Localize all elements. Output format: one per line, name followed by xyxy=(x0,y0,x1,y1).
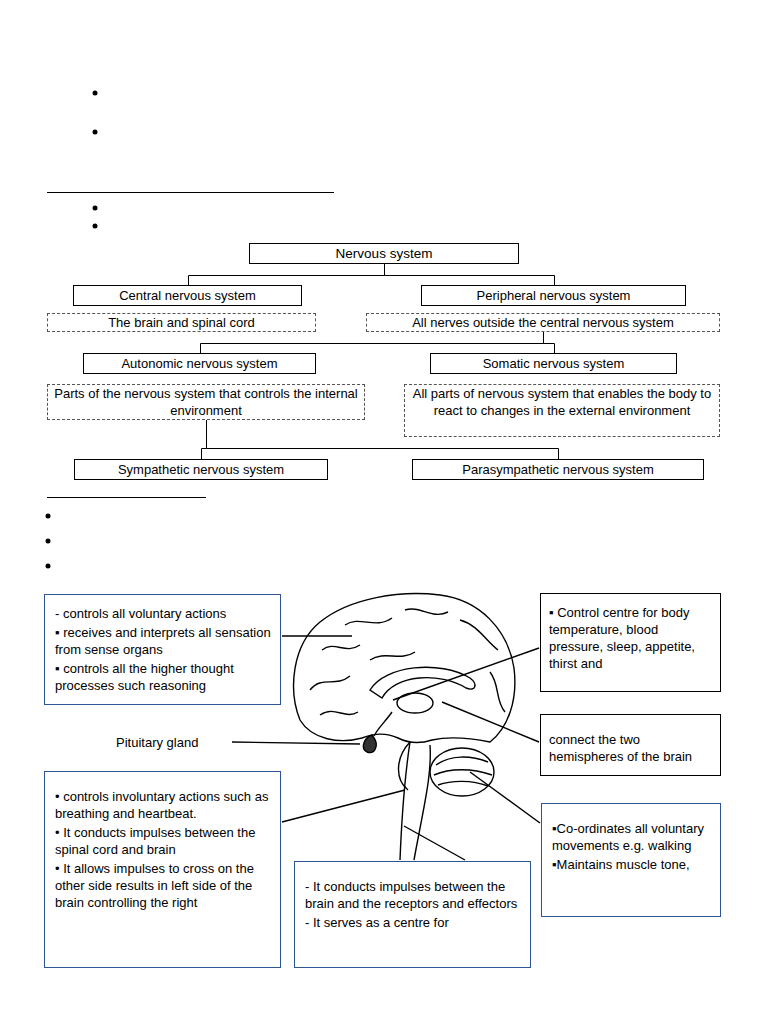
bullet-dot xyxy=(46,514,51,519)
bullet-dot xyxy=(93,206,98,211)
leader-line xyxy=(470,772,540,823)
definition-box: All parts of nervous system that enables… xyxy=(404,384,720,437)
node-text: connect the two hemispheres of the brain xyxy=(549,731,712,765)
node-text: Somatic nervous system xyxy=(435,355,672,372)
node-text: • It conducts impulses between the spina… xyxy=(55,824,272,858)
node-text: ▪Maintains muscle tone, xyxy=(552,856,712,873)
bullet-dot xyxy=(46,539,51,544)
node-text: All parts of nervous system that enables… xyxy=(409,385,715,419)
node-text: All nerves outside the central nervous s… xyxy=(371,314,715,331)
category-box: Somatic nervous system xyxy=(430,353,677,374)
blank-line xyxy=(47,497,206,498)
node-text: Peripheral nervous system xyxy=(426,287,681,304)
part-label: Pituitary gland xyxy=(116,734,198,751)
node-text: Parts of the nervous system that control… xyxy=(52,385,360,419)
callout-box: - controls all voluntary actions ▪ receiv… xyxy=(44,594,281,705)
category-box: Sympathetic nervous system xyxy=(74,459,328,480)
node-text: - It conducts impulses between the brain… xyxy=(305,878,522,912)
definition-box: The brain and spinal cord xyxy=(47,313,316,332)
category-box: Central nervous system xyxy=(73,285,302,306)
leader-line xyxy=(404,826,465,860)
brain-fold xyxy=(310,676,350,690)
pituitary-gland xyxy=(363,735,376,753)
bullet-dot xyxy=(93,130,98,135)
node-text: ▪ Control centre for body temperature, b… xyxy=(549,604,712,672)
root-box: Nervous system xyxy=(249,243,519,264)
node-text: • It allows impulses to cross on the oth… xyxy=(55,860,272,911)
brainstem-edge xyxy=(414,745,430,860)
brain-fold xyxy=(490,672,505,712)
cerebellum xyxy=(430,748,494,796)
brainstem-edge xyxy=(400,742,410,860)
brain-fold xyxy=(322,645,360,650)
definition-box: Parts of the nervous system that control… xyxy=(47,384,365,420)
leader-line xyxy=(282,790,405,822)
definition-box: All nerves outside the central nervous s… xyxy=(366,313,720,332)
callout-box: ▪Co-ordinates all voluntary movements e.… xyxy=(541,803,721,917)
node-text: Autonomic nervous system xyxy=(88,355,311,372)
bullet-dot xyxy=(93,224,98,229)
node-text: Central nervous system xyxy=(78,287,297,304)
cerebellum-fold xyxy=(434,770,492,775)
leader-line xyxy=(282,635,352,636)
blank-line xyxy=(47,192,334,193)
brain-fold xyxy=(345,618,392,625)
tree-connector xyxy=(189,264,385,285)
node-text: ▪Co-ordinates all voluntary movements e.… xyxy=(552,820,712,854)
brain-fold xyxy=(320,711,358,715)
brain-fold xyxy=(460,620,498,650)
callout-box: ▪ Control centre for body temperature, b… xyxy=(540,593,721,692)
node-text: ▪ controls all the higher thought proces… xyxy=(55,660,272,694)
hypothalamus-stalk xyxy=(374,712,392,736)
bullet-dot xyxy=(46,564,51,569)
brain-fold xyxy=(370,652,415,660)
node-text: • controls involuntary actions such as b… xyxy=(55,788,272,822)
tree-connector xyxy=(544,332,555,353)
leader-line xyxy=(442,702,539,742)
callout-box: connect the two hemispheres of the brain xyxy=(540,714,721,776)
tree-connector xyxy=(201,332,544,353)
category-box: Autonomic nervous system xyxy=(83,353,316,374)
category-box: Peripheral nervous system xyxy=(421,285,686,306)
node-text: ▪ receives and interprets all sensation … xyxy=(55,624,272,658)
node-text: - controls all voluntary actions xyxy=(55,605,272,622)
category-box: Parasympathetic nervous system xyxy=(412,459,704,480)
tree-connector xyxy=(202,420,207,459)
bullet-dot xyxy=(93,91,98,96)
node-text: The brain and spinal cord xyxy=(52,314,311,331)
cerebellum-fold xyxy=(438,781,488,786)
blank-heading-lines xyxy=(47,193,334,498)
leader-line xyxy=(232,742,360,744)
node-text: Parasympathetic nervous system xyxy=(417,461,699,478)
node-text: Nervous system xyxy=(254,245,514,262)
brain-fold xyxy=(405,609,448,614)
tree-connector xyxy=(385,264,555,285)
cerebellum-fold xyxy=(436,757,488,765)
callout-box: • controls involuntary actions such as b… xyxy=(44,771,281,968)
callout-box: - It conducts impulses between the brain… xyxy=(294,861,531,968)
node-text: Sympathetic nervous system xyxy=(79,461,323,478)
leader-line xyxy=(393,648,539,700)
brain-drawing xyxy=(294,594,515,860)
node-text: - It serves as a centre for xyxy=(305,914,522,931)
